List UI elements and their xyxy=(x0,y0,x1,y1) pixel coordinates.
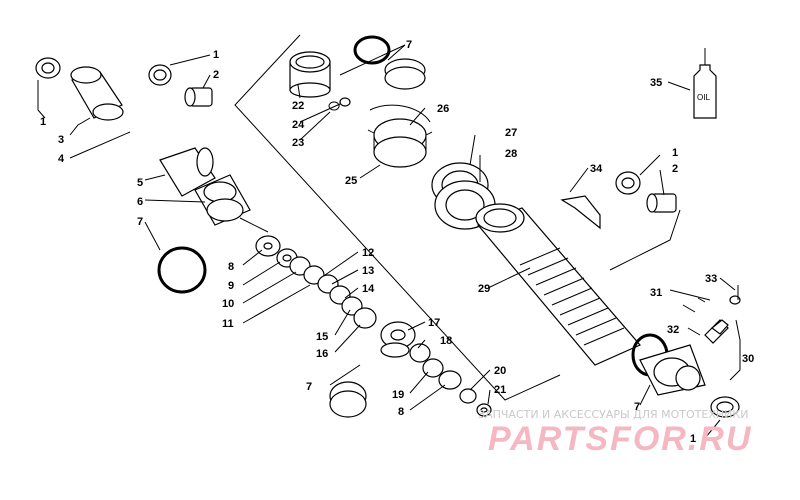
cap-22 xyxy=(289,51,331,98)
callout-10: 10 xyxy=(222,298,234,310)
callout-29: 29 xyxy=(478,283,490,295)
callout-18: 18 xyxy=(440,335,452,347)
callout-7: 7 xyxy=(306,381,312,393)
nut-21 xyxy=(476,403,492,417)
washer-20 xyxy=(459,388,477,404)
callout-7: 7 xyxy=(137,216,143,228)
callout-27: 27 xyxy=(505,127,517,139)
watermark-brand: PARTSFOR.RU xyxy=(488,420,752,458)
valve-24 xyxy=(339,97,351,107)
band-7-top xyxy=(384,58,426,90)
washer-8-lower xyxy=(438,370,462,390)
callout-8: 8 xyxy=(398,406,404,418)
callout-1: 1 xyxy=(40,116,46,128)
shim-stack xyxy=(255,235,377,329)
callout-7: 7 xyxy=(406,39,412,51)
group-bracket xyxy=(234,34,561,401)
callout-33: 33 xyxy=(705,273,717,285)
shaft-eyelet-5 xyxy=(159,147,216,197)
bladder-25 xyxy=(373,118,427,168)
shock-body-29 xyxy=(475,203,641,366)
callout-12: 12 xyxy=(362,247,374,259)
callout-13: 13 xyxy=(362,265,374,277)
callout-35: 35 xyxy=(650,77,662,89)
callout-8: 8 xyxy=(228,261,234,273)
callout-25: 25 xyxy=(345,175,357,187)
callout-23: 23 xyxy=(292,137,304,149)
callout-3: 3 xyxy=(58,134,64,146)
callout-32: 32 xyxy=(667,324,679,336)
piston-17 xyxy=(380,321,416,358)
callout-31: 31 xyxy=(650,287,662,299)
callout-20: 20 xyxy=(494,365,506,377)
callout-24: 24 xyxy=(292,119,305,131)
callout-26: 26 xyxy=(437,103,449,115)
oil-label: OIL xyxy=(697,93,710,102)
body-end-eyelet xyxy=(639,344,706,396)
ring-18 xyxy=(409,343,431,363)
callout-11: 11 xyxy=(222,318,234,330)
leader-lines xyxy=(37,44,741,438)
bushing-2-top xyxy=(184,87,213,107)
callout-15: 15 xyxy=(316,331,328,343)
callout-7: 7 xyxy=(634,401,640,413)
seal-1-right xyxy=(615,171,641,195)
callout-2: 2 xyxy=(213,69,219,81)
callout-1: 1 xyxy=(690,433,696,445)
callout-30: 30 xyxy=(742,353,754,365)
callout-16: 16 xyxy=(316,348,328,360)
seal-1-top xyxy=(148,64,172,86)
piston-body-6 xyxy=(194,174,269,233)
o-ring-7-left xyxy=(157,246,207,294)
watermark: ЗАПЧАСТИ И АКСЕССУАРЫ ДЛЯ МОТОТЕХНИКИ PA… xyxy=(478,408,752,458)
callout-17: 17 xyxy=(428,317,440,329)
callout-5: 5 xyxy=(137,177,143,189)
callout-6: 6 xyxy=(137,196,143,208)
callout-21: 21 xyxy=(494,384,506,396)
band-7-lower xyxy=(329,381,367,418)
decal-34 xyxy=(560,195,601,230)
callout-1: 1 xyxy=(213,49,219,61)
oil-bottle-35: OIL xyxy=(693,48,717,119)
callout-22: 22 xyxy=(292,100,304,112)
seal-1-bottom xyxy=(710,396,740,418)
o-ring-7-top xyxy=(353,35,391,65)
callout-9: 9 xyxy=(228,280,234,292)
bushing-2-right xyxy=(646,193,677,213)
valve-assembly-30 xyxy=(682,285,741,344)
bushing-3 xyxy=(70,66,124,121)
callout-34: 34 xyxy=(590,163,603,175)
callout-19: 19 xyxy=(392,389,404,401)
callout-2: 2 xyxy=(672,163,678,175)
callout-28: 28 xyxy=(505,148,517,160)
callout-4: 4 xyxy=(58,153,65,165)
callout-14: 14 xyxy=(362,283,375,295)
watermark-text: ЗАПЧАСТИ И АКСЕССУАРЫ ДЛЯ МОТОТЕХНИКИ xyxy=(478,408,748,421)
seal-1-left xyxy=(35,57,61,79)
callout-labels: 1 3 4 5 6 7 1 2 8 9 10 11 12 13 14 15 16… xyxy=(40,39,754,445)
callout-1: 1 xyxy=(672,147,678,159)
